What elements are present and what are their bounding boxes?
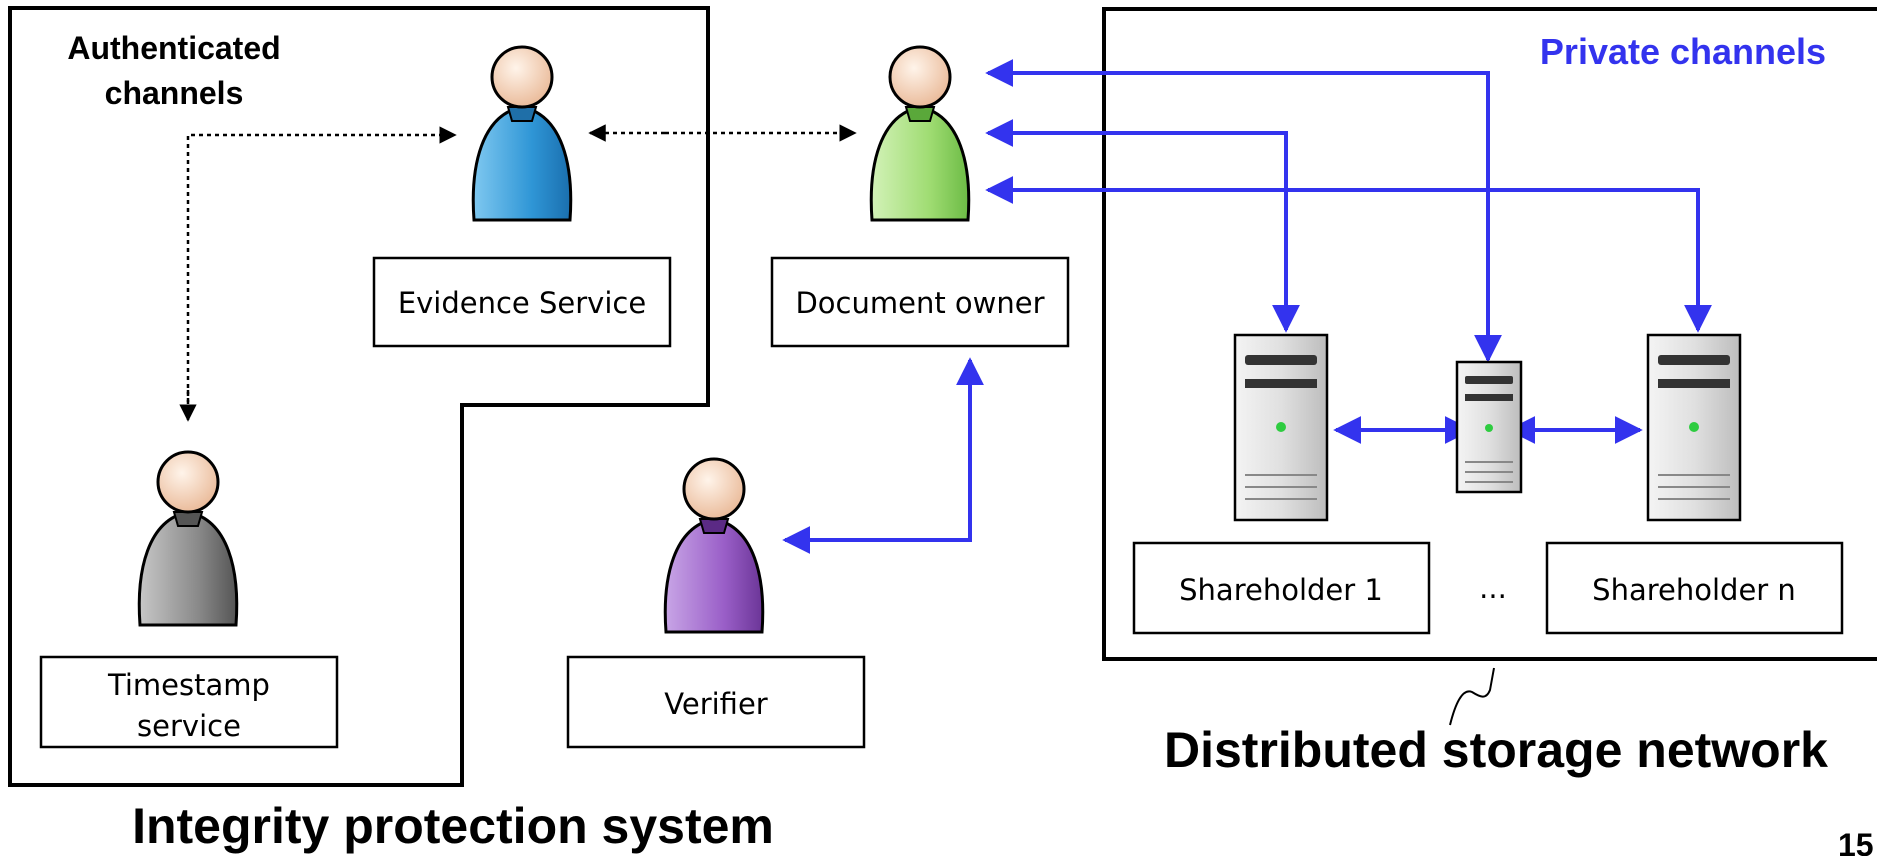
shareholder-1-label: Shareholder 1 [1179,573,1383,607]
timestamp-service-label-line1: Timestamp [107,668,270,702]
timestamp-service-box [39,655,339,749]
evidence-service-box [372,256,672,348]
integrity-protection-system-title: Integrity protection system [132,798,774,854]
integrity-system-border [8,6,710,787]
person-icon [869,45,971,222]
person-icon [471,45,573,222]
callout-squiggle [1449,667,1495,726]
server-icon [1455,360,1523,494]
storage-network-border [1102,7,1877,661]
server-icon [1646,333,1742,522]
server-icon [1233,333,1329,522]
verifier-box [566,655,866,749]
authenticated-channels-label-line2: channels [105,75,244,111]
shareholder-n-box [1545,541,1844,635]
person-icon [663,457,765,634]
shareholder-1-box [1132,541,1431,635]
person-icon [137,450,239,627]
document-owner-label: Document owner [795,286,1044,320]
evidence-service-label: Evidence Service [398,286,646,320]
document-owner-box [770,256,1070,348]
page-number: 15 [1838,827,1874,856]
private-channel-lines [782,59,1712,554]
distributed-storage-network-title: Distributed storage network [1164,722,1828,778]
shareholder-ellipsis: ... [1479,571,1507,605]
authenticated-channels-label-line1: Authenticated [67,30,280,66]
private-channels-label: Private channels [1540,31,1826,72]
timestamp-service-label-line2: service [137,709,241,743]
verifier-label: Verifier [664,687,768,721]
shareholder-n-label: Shareholder n [1592,573,1796,607]
authenticated-channel-lines [179,124,857,422]
